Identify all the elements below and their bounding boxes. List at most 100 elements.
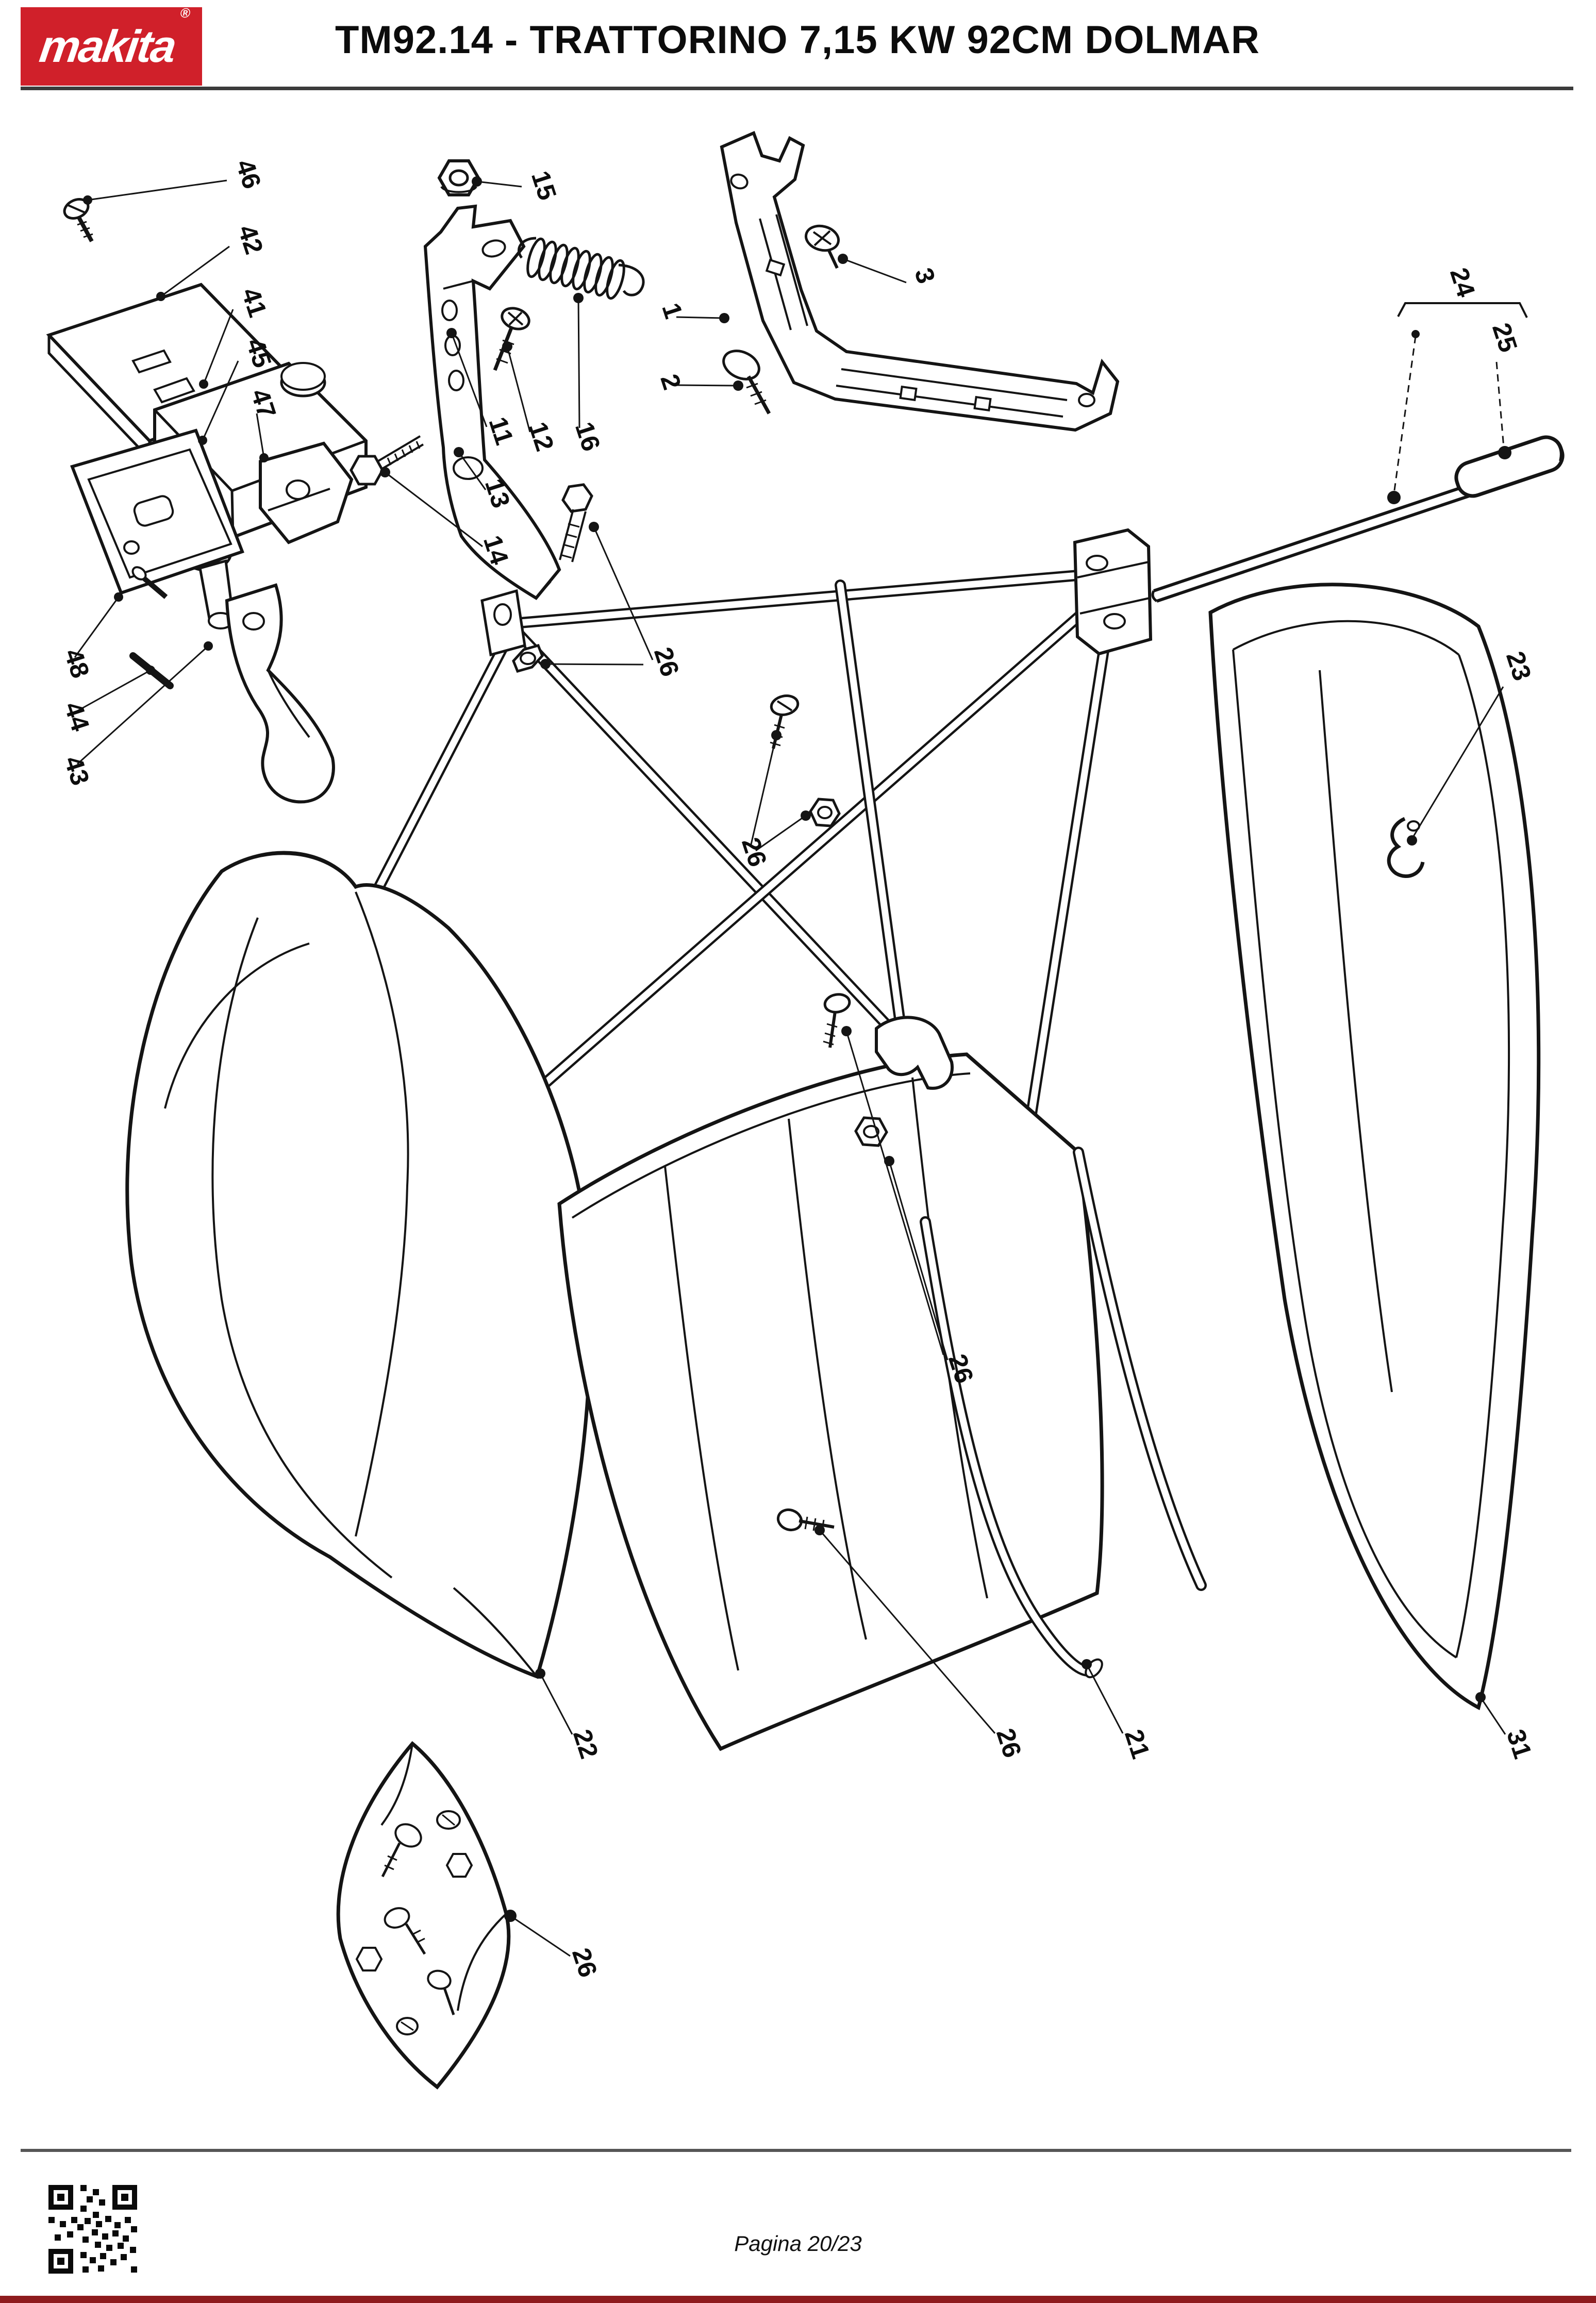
leader-line [1086,1664,1124,1734]
part-number-callout: 21 [1119,1726,1155,1762]
leader-line [1495,361,1505,448]
leader-line [458,452,487,490]
part-31-bag-panel [1208,583,1541,1711]
part-number-callout: 3 [909,264,941,287]
leader-dot [573,293,584,303]
leader-line [160,245,230,297]
part-number-callout: 2 [655,371,687,393]
leader-line [676,316,725,319]
leader-line [506,346,531,433]
part-number-callout: 31 [1501,1726,1537,1762]
part-number-callout: 12 [523,419,559,455]
leader-dot [1411,330,1420,338]
leader-line [545,663,644,666]
leader-dot [733,380,743,391]
leader-line [1411,686,1504,839]
part-46-screw [63,198,94,242]
leader-dot [589,522,599,532]
part-26-nut-c [854,1116,888,1147]
leader-dot [1498,446,1511,459]
leader-line [256,413,265,458]
leader-dot [1407,835,1417,846]
leader-dot [884,1156,894,1166]
leader-line [74,597,120,658]
leader-dot [1387,491,1401,504]
leader-dot [1082,1659,1092,1669]
leader-dot [114,592,123,602]
part-number-callout: 25 [1487,320,1523,356]
part-48-pin [131,566,168,599]
leader-dot [719,313,729,323]
part-23-hook [1387,817,1425,878]
handle-rod [1151,483,1471,603]
part-26-nut-b [809,798,841,827]
handle-grip [1454,435,1565,498]
leader-line [203,309,234,385]
leader-dot [540,659,551,669]
part-26-nut-a [512,643,544,673]
leader-line [888,1161,949,1361]
part-11-bracket [423,204,561,600]
leader-dot [204,641,213,651]
bottom-bar [0,2296,1596,2303]
leader-line [842,258,907,284]
leader-dot [771,730,782,740]
leader-line [845,1031,944,1355]
part-number-callout: 41 [236,285,272,321]
part-16-spring [518,237,645,300]
leader-line [385,471,483,548]
part-number-callout: 11 [483,413,519,449]
leader-line [819,1530,996,1734]
leader-line [1393,336,1417,494]
part-2-bolt [722,350,771,415]
leader-dot [380,467,390,477]
part-26-screw-c [823,993,851,1048]
leader-line [451,333,488,427]
leader-dot [472,176,482,187]
leader-dot [502,341,512,352]
frame-tube-right [1073,1147,1207,1591]
part-15-nut [437,159,480,196]
hinge-assembly [1073,528,1153,656]
part-22-cloth-bag [125,851,593,1679]
leader-dot [83,195,92,205]
makita-logo: makita® [21,5,202,86]
part-3-screw [805,224,840,269]
leader-dot [838,254,848,264]
leader-dot [504,1910,517,1922]
part-47-bracket [259,441,354,544]
page-number: Pagina 20/23 [734,2231,862,2256]
part-26-bolt-a [559,483,593,562]
part-13-bolt [350,435,424,486]
part-number-callout: 16 [570,419,606,455]
leader-line [1479,1697,1506,1735]
part-number-callout: 23 [1501,648,1537,684]
leader-line [76,669,151,713]
header-divider [21,87,1573,90]
bag-centre-panel [557,1052,1104,1751]
leader-line [202,360,239,441]
leader-dot [198,436,207,445]
leader-dot [814,1525,825,1535]
leader-line [676,384,739,387]
part-number-callout: 15 [526,168,562,204]
part-45-plate [70,428,244,595]
part-number-callout: 46 [230,156,267,192]
part-number-callout: 1 [656,300,688,322]
footer-divider [21,2149,1571,2152]
part-number-callout: 26 [649,644,685,680]
part-number-callout: 26 [567,1945,603,1981]
part-1-l-bracket [720,130,1120,432]
part-number-callout: 48 [59,645,95,682]
leader-dot [199,379,208,389]
part-number-callout: 26 [991,1725,1027,1761]
part-26-screw-d [776,1508,835,1533]
leader-dot [446,328,457,338]
leader-line [476,180,522,188]
leader-line [539,1673,573,1735]
leader-line [750,735,777,847]
qr-code [48,2185,137,2274]
leader-dot [146,666,155,675]
leader-line [510,1915,571,1957]
